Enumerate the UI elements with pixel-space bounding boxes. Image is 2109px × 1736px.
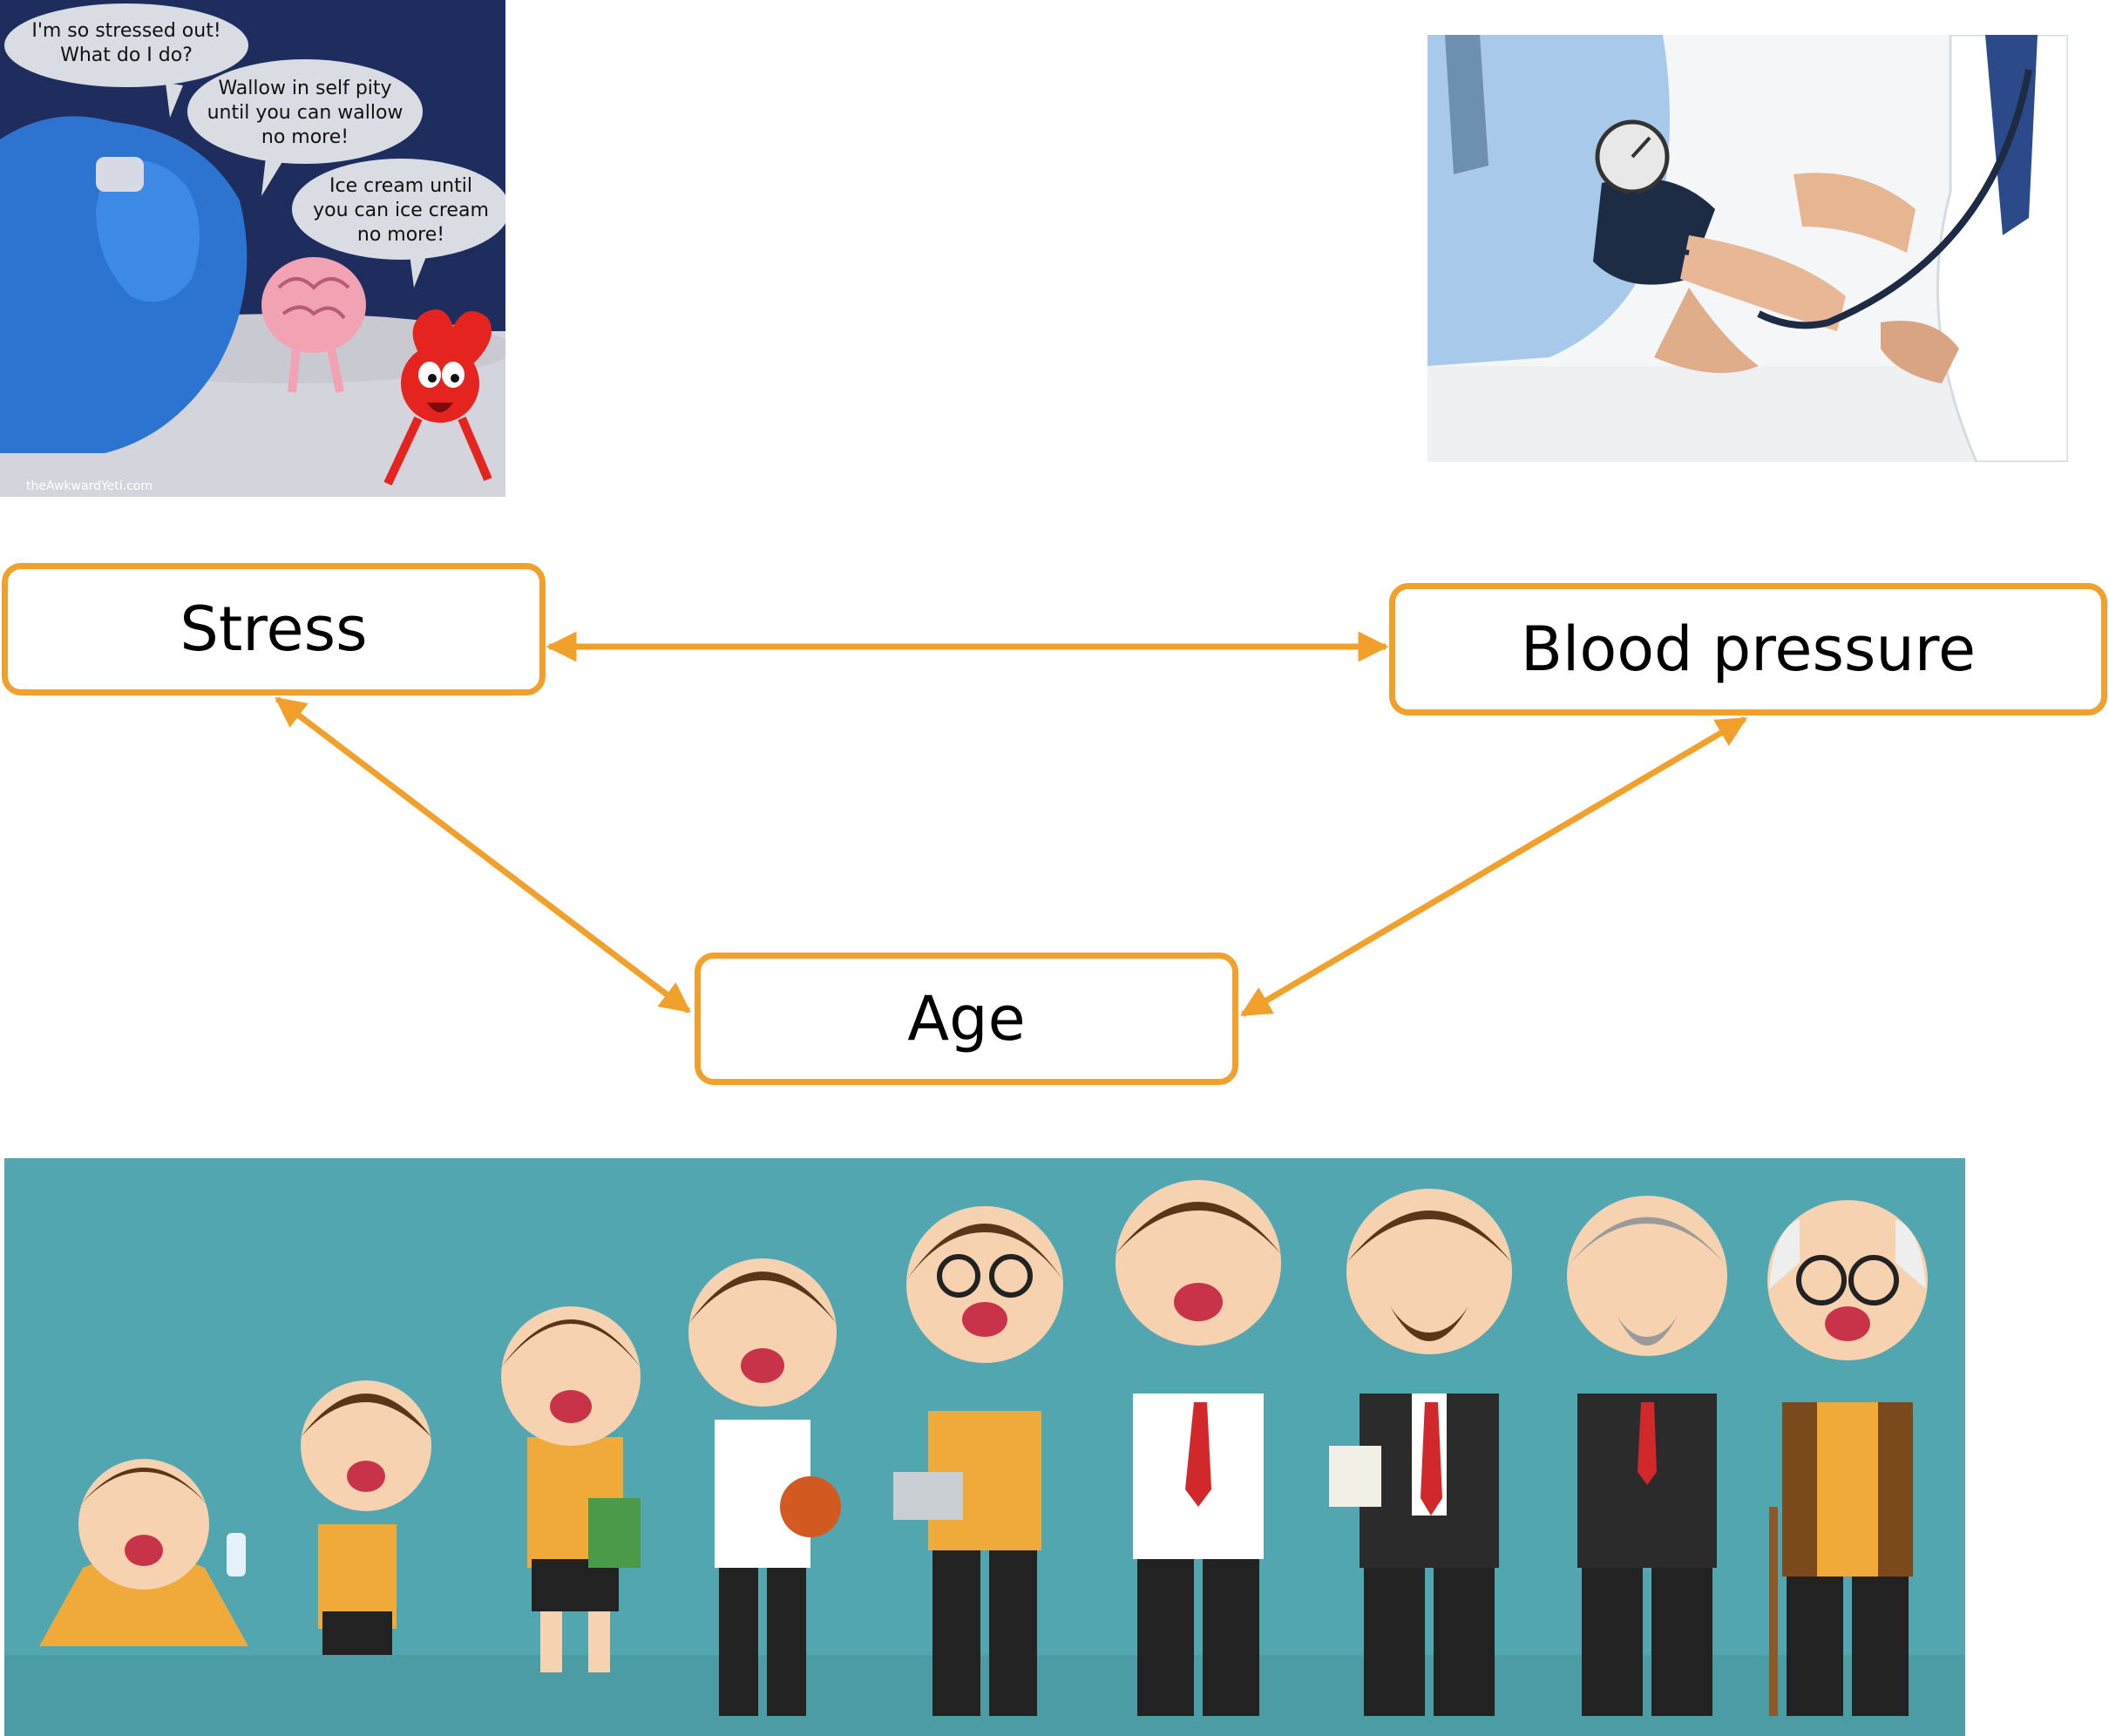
bubble1-line1: I'm so stressed out! — [31, 20, 220, 42]
life-stages-image — [4, 1158, 1965, 1736]
node-age: Age — [695, 953, 1238, 1085]
bubble3-line1: Ice cream until — [329, 175, 472, 197]
elderly-figure — [1767, 1200, 1928, 1716]
stress-comic-image: I'm so stressed out! What do I do? Wallo… — [0, 0, 505, 497]
node-stress: Stress — [2, 563, 546, 695]
bubble2-line2: until you can wallow — [207, 102, 403, 124]
bubble3-line3: no more! — [357, 224, 444, 246]
node-age-label: Age — [907, 983, 1026, 1054]
senior-figure — [1567, 1196, 1727, 1716]
teen-figure — [688, 1258, 841, 1716]
comic-credit: theAwkwardYeti.com — [26, 479, 153, 493]
bubble2-line3: no more! — [261, 126, 349, 148]
baby-figure — [39, 1459, 248, 1646]
toddler-figure — [301, 1380, 431, 1655]
young-adult-figure — [893, 1206, 1063, 1716]
arrow-stress-age — [275, 696, 691, 1014]
bubble3-line2: you can ice cream — [313, 200, 489, 221]
blood-pressure-photo — [1427, 35, 2068, 462]
node-stress-label: Stress — [180, 593, 368, 665]
adult-figure — [1116, 1180, 1281, 1716]
child-figure — [501, 1306, 641, 1672]
node-blood-pressure-label: Blood pressure — [1520, 614, 1977, 685]
arrow-bloodpressure-age — [1239, 715, 1748, 1018]
bubble2-line1: Wallow in self pity — [218, 78, 391, 99]
businessman-figure — [1329, 1189, 1512, 1716]
bubble1-line2: What do I do? — [60, 44, 193, 66]
node-blood-pressure: Blood pressure — [1389, 583, 2107, 715]
